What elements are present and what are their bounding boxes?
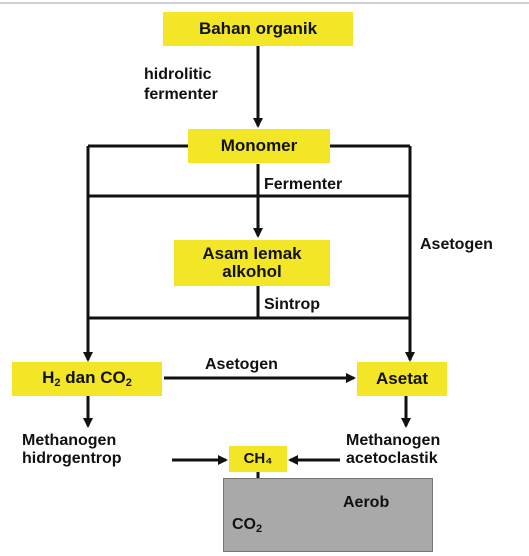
label-fermenter: Fermenter: [264, 176, 343, 193]
label-methanogen-right-2: acetoclastik: [346, 450, 438, 467]
top-divider: [0, 2, 529, 4]
node-monomer-label: Monomer: [220, 136, 298, 156]
aerob-label: Aerob: [343, 494, 390, 511]
node-bahan-organik-label: Bahan organik: [198, 19, 318, 39]
node-asetat: Asetat: [357, 362, 447, 396]
label-methanogen-right-1: Methanogen: [346, 432, 441, 449]
node-asam-lemak-line2: alkohol: [222, 262, 282, 281]
label-asetogen-mid: Asetogen: [205, 356, 278, 373]
label-sintrop: Sintrop: [264, 296, 320, 313]
node-asam-lemak-alkohol: Asam lemak alkohol: [174, 240, 330, 286]
label-asetogen-side: Asetogen: [420, 236, 493, 253]
label-methanogen-left-2: hidrogentrop: [22, 450, 122, 467]
co2-label: CO2: [232, 516, 263, 535]
label-fermenter-top: fermenter: [144, 86, 218, 103]
node-aerob-zone: [223, 478, 433, 552]
node-monomer: Monomer: [188, 129, 330, 163]
node-bahan-organik: Bahan organik: [163, 12, 353, 46]
node-h2-co2: H2 dan CO2: [12, 362, 162, 396]
node-asam-lemak-line1: Asam lemak: [202, 244, 302, 264]
node-ch4-label: CH₄: [243, 450, 273, 468]
node-h2-co2-label: H2 dan CO2: [42, 367, 132, 389]
node-asetat-label: Asetat: [376, 369, 428, 389]
label-hidrolitic: hidrolitic: [144, 66, 212, 83]
label-methanogen-left-1: Methanogen: [22, 432, 117, 449]
node-ch4: CH₄: [229, 446, 287, 472]
